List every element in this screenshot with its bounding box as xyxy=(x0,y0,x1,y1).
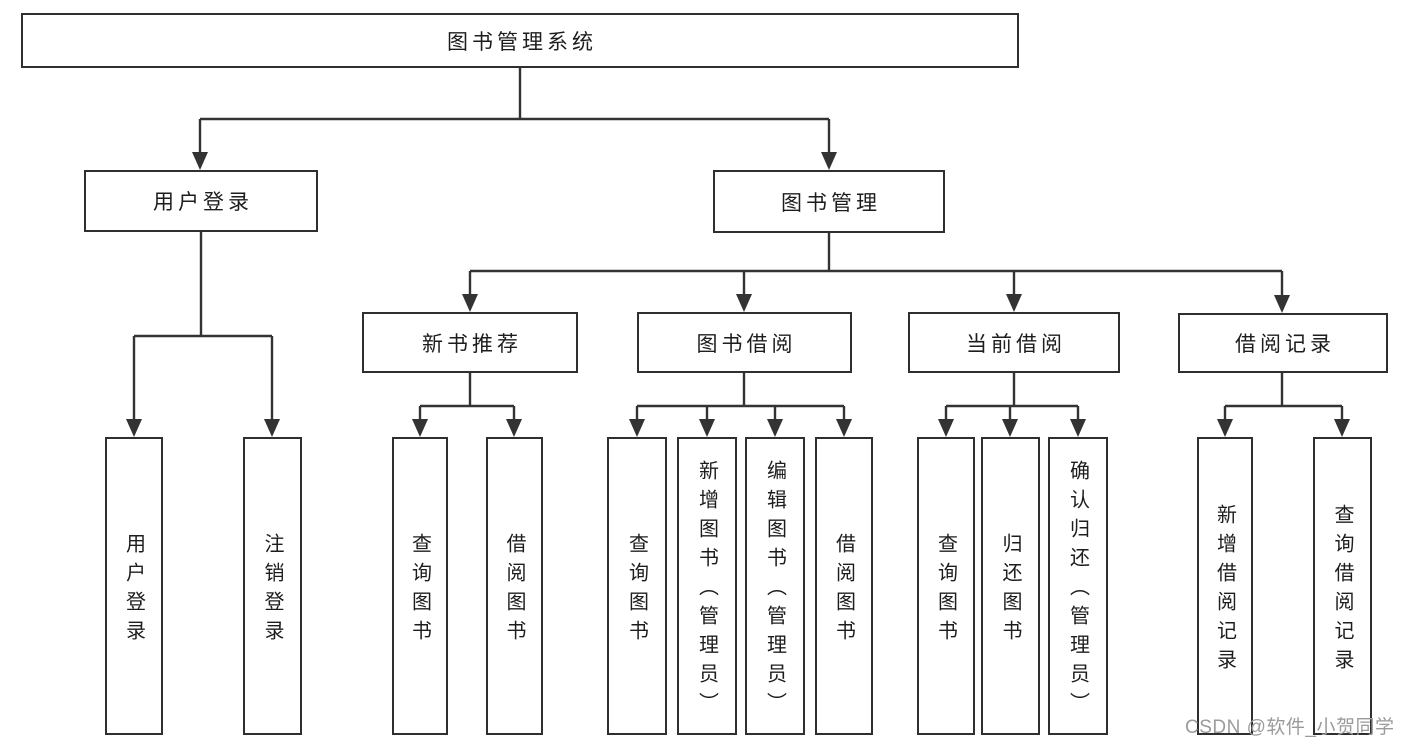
csdn-watermark: CSDN @软件_小贺同学 xyxy=(1185,717,1395,738)
arrowhead xyxy=(836,419,852,437)
arrowhead xyxy=(1006,294,1022,312)
node-label: 借阅记录 xyxy=(1235,333,1335,356)
node-new-book-recommend: 新书推荐 xyxy=(362,312,578,373)
connector-user-login-to-leaves xyxy=(132,232,274,425)
node-leaf-query-borrow-record: 查询借阅记录 xyxy=(1313,437,1372,735)
arrowhead xyxy=(1334,419,1350,437)
node-book-borrowing: 图书借阅 xyxy=(637,312,852,373)
arrowhead xyxy=(821,152,837,170)
node-label: 查询借阅记录 xyxy=(1331,503,1353,678)
node-book-management: 图书管理 xyxy=(713,170,945,233)
node-user-login: 用户登录 xyxy=(84,170,318,232)
node-leaf-confirm-return-admin: 确认归还（管理员） xyxy=(1048,437,1108,735)
node-current-borrowing: 当前借阅 xyxy=(908,312,1120,373)
arrowhead xyxy=(412,419,428,437)
node-leaf-borrow-books: 借阅图书 xyxy=(486,437,543,735)
node-label: 当前借阅 xyxy=(966,332,1066,356)
connector-new-book-to-leaves xyxy=(418,373,516,425)
node-leaf-add-borrow-record: 新增借阅记录 xyxy=(1197,437,1253,735)
node-label: 编辑图书（管理员） xyxy=(763,460,786,721)
node-label: 查询图书 xyxy=(625,532,648,649)
arrowhead xyxy=(1217,419,1233,437)
arrowhead xyxy=(264,419,280,437)
arrowhead xyxy=(736,294,752,312)
node-borrowing-records: 借阅记录 xyxy=(1178,313,1388,373)
node-label: 归还图书 xyxy=(999,532,1021,649)
connector-book-borrow-to-leaves xyxy=(635,373,846,425)
arrowhead xyxy=(1002,419,1018,437)
arrowhead xyxy=(1274,295,1290,313)
connector-current-borrow-to-leaves xyxy=(944,373,1080,425)
node-label: 确认归还（管理员） xyxy=(1066,460,1089,721)
node-label: 借阅图书 xyxy=(503,532,525,649)
node-label: 借阅图书 xyxy=(832,532,855,649)
arrowhead xyxy=(506,419,522,437)
node-label: 新书推荐 xyxy=(422,332,522,356)
connector-book-mgmt-to-level3 xyxy=(468,233,1284,300)
arrowhead xyxy=(938,419,954,437)
node-leaf-add-books-admin: 新增图书（管理员） xyxy=(677,437,737,735)
node-leaf-query-books: 查询图书 xyxy=(392,437,448,735)
node-label: 注销登录 xyxy=(261,532,283,649)
node-label: 图书管理 xyxy=(781,191,881,215)
node-leaf-user-login: 用户登录 xyxy=(105,437,163,735)
connector-borrow-record-to-leaves xyxy=(1223,373,1344,425)
node-leaf-logout: 注销登录 xyxy=(243,437,302,735)
arrowhead xyxy=(629,419,645,437)
node-label: 用户登录 xyxy=(153,191,253,214)
arrowhead xyxy=(462,294,478,312)
node-library-management-system: 图书管理系统 xyxy=(21,13,1019,68)
node-label: 新增借阅记录 xyxy=(1213,503,1236,678)
arrowhead xyxy=(1070,419,1086,437)
arrowhead xyxy=(126,419,142,437)
arrowhead xyxy=(699,419,715,437)
arrowhead xyxy=(192,152,208,170)
node-leaf-return-books: 归还图书 xyxy=(981,437,1040,735)
node-label: 图书管理系统 xyxy=(447,30,597,54)
node-label: 图书借阅 xyxy=(696,332,797,356)
node-label: 查询图书 xyxy=(408,532,431,649)
connector-root-to-level2 xyxy=(198,68,831,158)
node-label: 新增图书（管理员） xyxy=(695,460,718,721)
arrowhead xyxy=(767,419,783,437)
node-leaf-query-books: 查询图书 xyxy=(607,437,667,735)
node-leaf-query-books: 查询图书 xyxy=(917,437,975,735)
node-label: 查询图书 xyxy=(934,532,957,649)
node-leaf-borrow-books: 借阅图书 xyxy=(815,437,873,735)
node-label: 用户登录 xyxy=(122,532,145,649)
node-leaf-edit-books-admin: 编辑图书（管理员） xyxy=(745,437,805,735)
